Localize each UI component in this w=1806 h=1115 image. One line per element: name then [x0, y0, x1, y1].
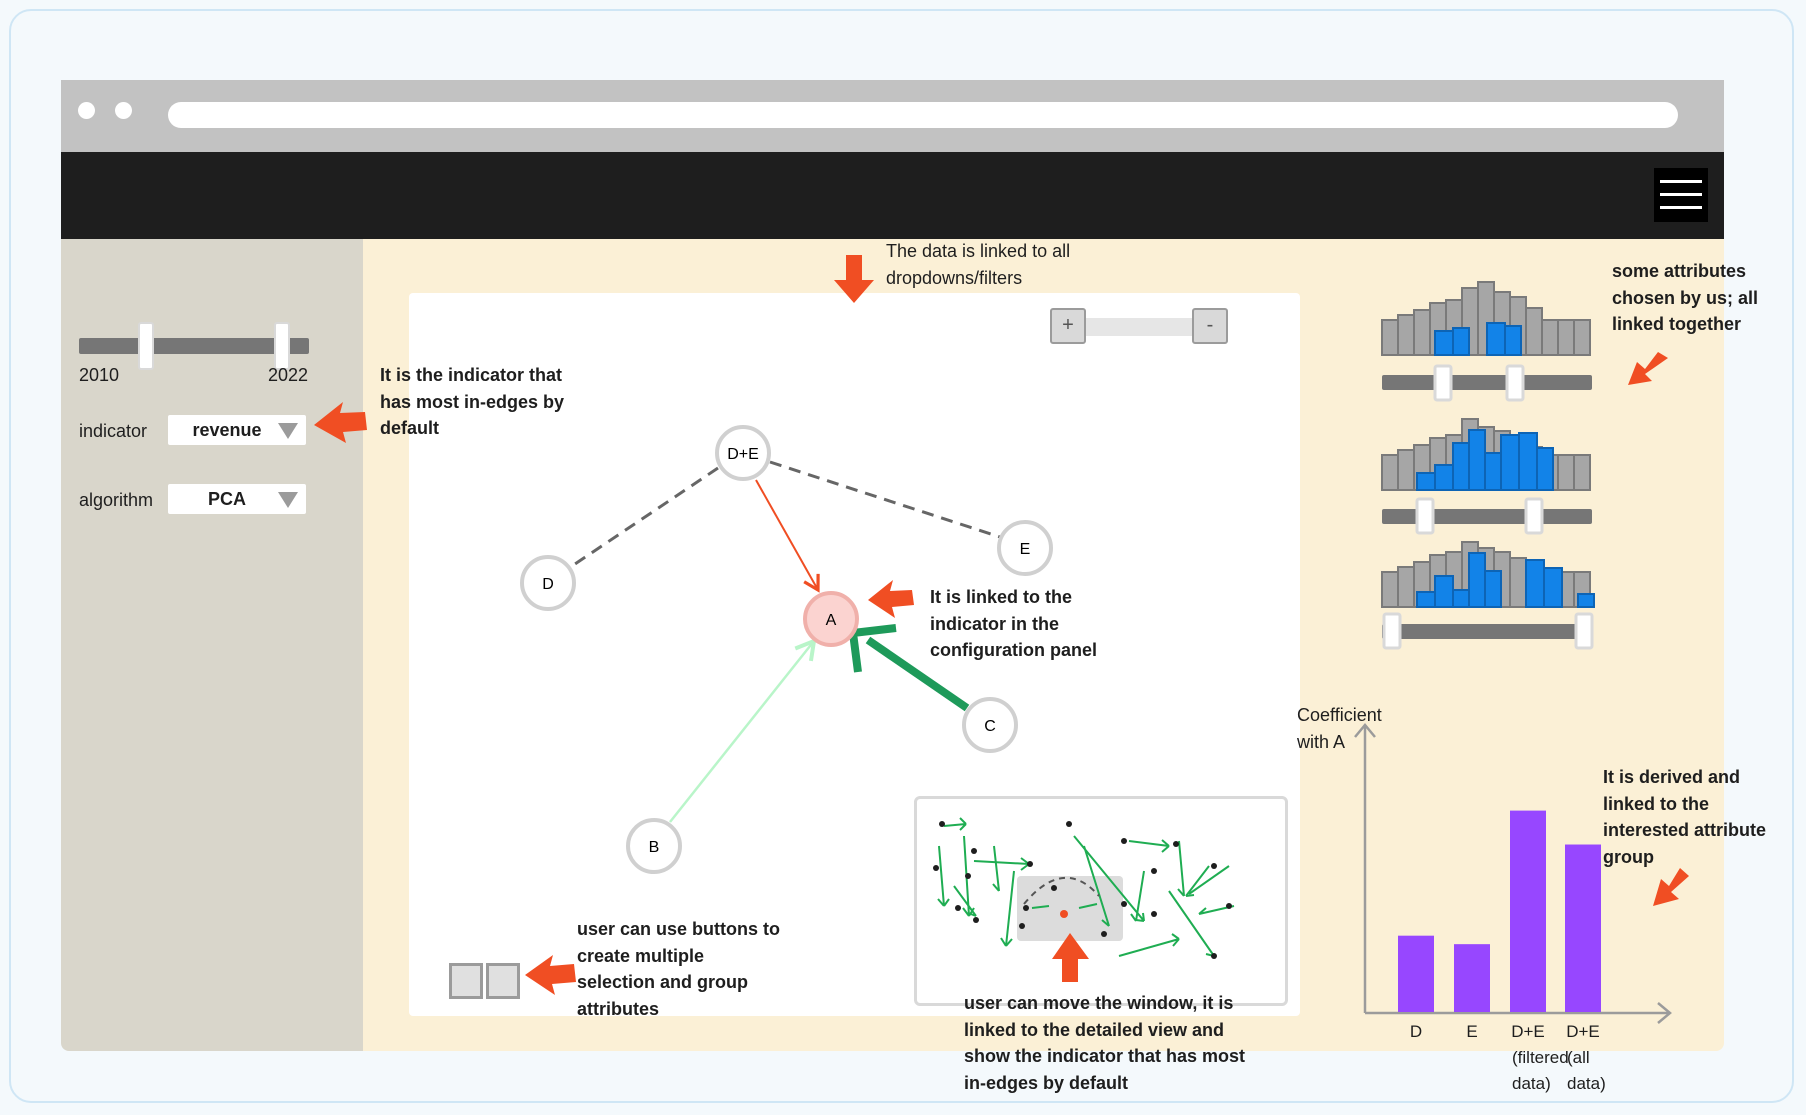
annotation-attributes: some attributes chosen by us; all linked…	[1612, 261, 1759, 334]
year-end-handle[interactable]	[274, 322, 290, 370]
tick-label: data)	[1512, 1074, 1551, 1093]
node-a[interactable]: A	[803, 591, 859, 647]
node-c[interactable]: C	[962, 697, 1018, 753]
node-label: B	[649, 839, 660, 856]
algorithm-label: algorithm	[79, 490, 154, 510]
app-header	[61, 152, 1724, 239]
year-range-track[interactable]	[79, 338, 309, 354]
window-dot	[115, 102, 132, 119]
histogram-2-handle[interactable]	[1415, 497, 1435, 535]
address-bar[interactable]	[168, 102, 1678, 128]
coefficient-chart: D E D+E (filtered data) D+E (all data)	[1354, 723, 1672, 1093]
arrow-down-left-icon	[1653, 868, 1689, 906]
minimap-window[interactable]	[1017, 876, 1123, 941]
tick-label: D+E	[1566, 1022, 1600, 1041]
node-b[interactable]: B	[626, 818, 682, 874]
zoom-in-button[interactable]: +	[1050, 308, 1086, 344]
node-d[interactable]: D	[520, 555, 576, 611]
chevron-down-icon	[278, 492, 298, 508]
algorithm-value: PCA	[207, 489, 246, 509]
indicator-label: indicator	[79, 421, 148, 441]
zoom-out-button[interactable]: -	[1192, 308, 1228, 344]
histogram-1[interactable]	[1381, 281, 1592, 402]
configuration-panel	[61, 239, 363, 1051]
window-dot	[78, 102, 95, 119]
edge-de-d	[571, 466, 719, 568]
arrow-left-icon	[868, 580, 914, 618]
tick-label: (all	[1567, 1048, 1590, 1067]
chart-ylabel: Coefficient with A	[1297, 705, 1382, 752]
histogram-3-handle[interactable]	[1574, 612, 1594, 650]
edge-c-a	[865, 636, 970, 712]
annotation-data-linked: The data is linked to all dropdowns/filt…	[886, 241, 1071, 288]
coefficient-bar	[1510, 810, 1546, 1012]
group-button-1[interactable]	[449, 963, 483, 999]
tick-label: (filtered	[1512, 1048, 1569, 1067]
indicator-dropdown[interactable]: revenue	[168, 415, 306, 445]
tick-label: data)	[1567, 1074, 1606, 1093]
annotation-indicator: It is the indicator that has most in-edg…	[380, 365, 565, 438]
histogram-2-handle[interactable]	[1524, 497, 1544, 535]
histogram-3[interactable]	[1381, 541, 1595, 650]
tick-label: D+E	[1511, 1022, 1545, 1041]
arrow-up-icon	[1052, 933, 1089, 982]
algorithm-dropdown[interactable]: PCA	[168, 484, 306, 514]
annotation-node-a: It is linked to the indicator in the con…	[930, 587, 1098, 660]
annotation-derived: It is derived and linked to the interest…	[1603, 767, 1767, 867]
node-label: C	[984, 718, 996, 735]
year-end-label: 2022	[268, 365, 309, 385]
edge-b-a	[669, 637, 817, 823]
histogram-1-handle[interactable]	[1505, 364, 1525, 402]
node-label: D	[542, 576, 554, 593]
arrow-left-icon	[525, 955, 576, 995]
group-button-2[interactable]	[486, 963, 520, 999]
node-de[interactable]: D+E	[715, 425, 771, 481]
node-label: D+E	[727, 446, 759, 463]
arrow-down-left-icon	[1628, 352, 1668, 385]
node-label: A	[826, 612, 837, 629]
zoom-slider-track[interactable]	[1085, 318, 1195, 336]
annotation-group-buttons: user can use buttons to create multiple …	[577, 919, 781, 1019]
chevron-down-icon	[278, 423, 298, 439]
year-start-handle[interactable]	[138, 322, 154, 370]
year-start-label: 2010	[79, 365, 120, 385]
tick-label: E	[1466, 1022, 1477, 1041]
indicator-value: revenue	[192, 420, 262, 440]
coefficient-bar	[1565, 844, 1601, 1012]
arrow-left-icon	[314, 402, 367, 443]
histogram-2[interactable]	[1381, 418, 1592, 535]
attribute-histograms	[1381, 281, 1595, 650]
edge-de-a	[755, 479, 820, 593]
tick-label: D	[1410, 1022, 1422, 1041]
histogram-1-handle[interactable]	[1433, 364, 1453, 402]
edge-de-e	[769, 460, 1001, 539]
arrow-down-icon	[834, 255, 874, 303]
node-label: E	[1020, 541, 1031, 558]
minimap-network-icon	[933, 817, 1235, 959]
annotation-minimap: user can move the window, it is linked t…	[964, 993, 1246, 1093]
node-e[interactable]: E	[997, 520, 1053, 576]
hamburger-menu-icon[interactable]	[1654, 168, 1708, 222]
histogram-3-handle[interactable]	[1382, 612, 1402, 650]
coefficient-bar	[1454, 944, 1490, 1012]
coefficient-bar	[1398, 935, 1434, 1012]
